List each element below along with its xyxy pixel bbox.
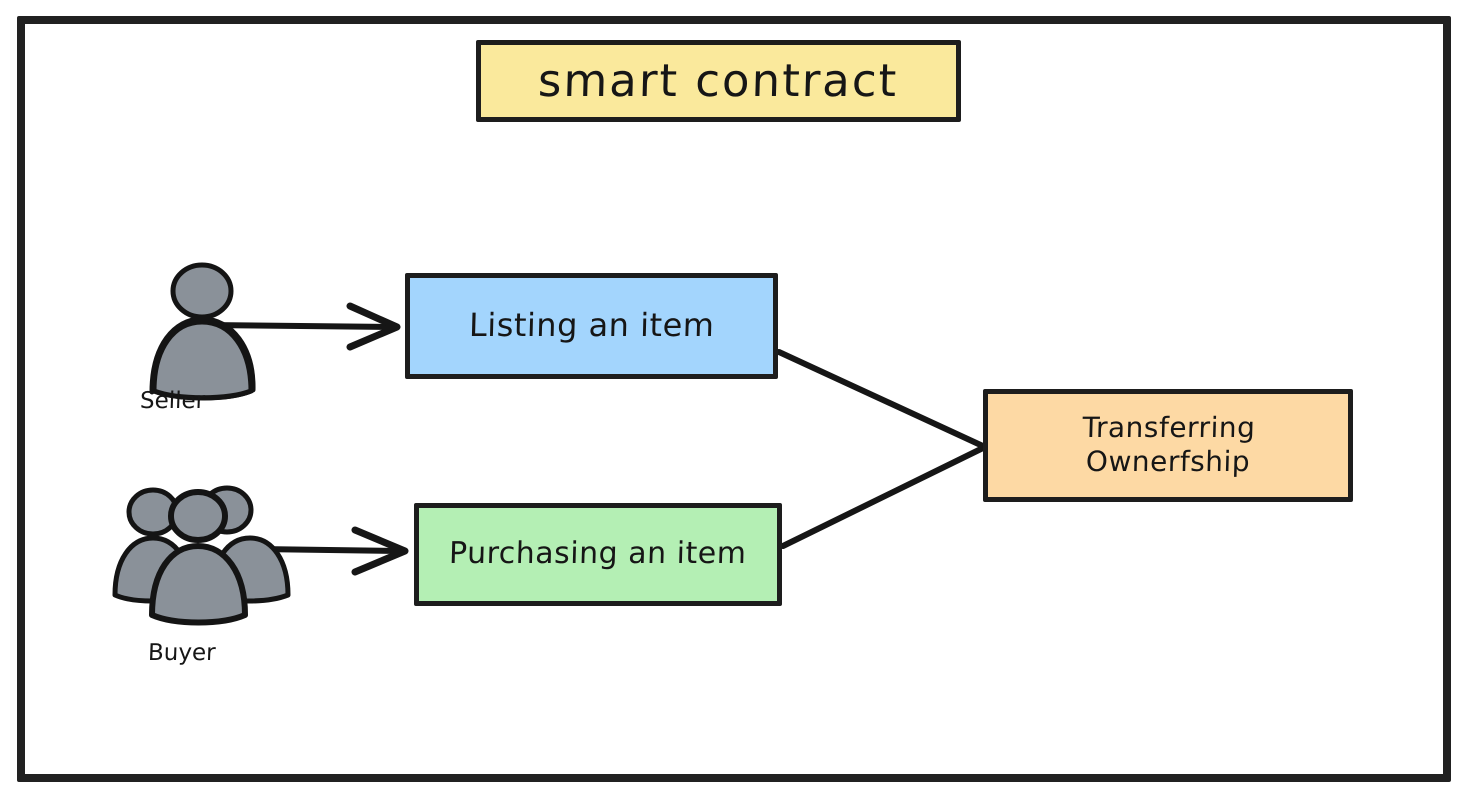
node-purchasing-an-item-label: Purchasing an item xyxy=(448,536,748,572)
group-of-people-icon xyxy=(112,485,291,626)
node-transferring-ownership[interactable]: Transferring Ownerfship xyxy=(983,389,1353,502)
actor-seller[interactable] xyxy=(108,258,298,433)
actor-seller-label: Seller xyxy=(139,388,206,414)
node-purchasing-an-item[interactable]: Purchasing an item xyxy=(414,503,782,606)
diagram-outer-frame xyxy=(17,16,1451,782)
actor-buyer-label: Buyer xyxy=(147,640,217,666)
node-smart-contract[interactable]: smart contract xyxy=(476,40,961,122)
node-listing-an-item-label: Listing an item xyxy=(468,306,715,345)
node-listing-an-item[interactable]: Listing an item xyxy=(405,273,778,379)
node-transferring-ownership-label: Transferring Ownerfship xyxy=(1081,411,1256,479)
actor-buyer[interactable] xyxy=(105,480,320,680)
single-person-icon xyxy=(149,262,256,401)
node-smart-contract-label: smart contract xyxy=(537,53,900,107)
